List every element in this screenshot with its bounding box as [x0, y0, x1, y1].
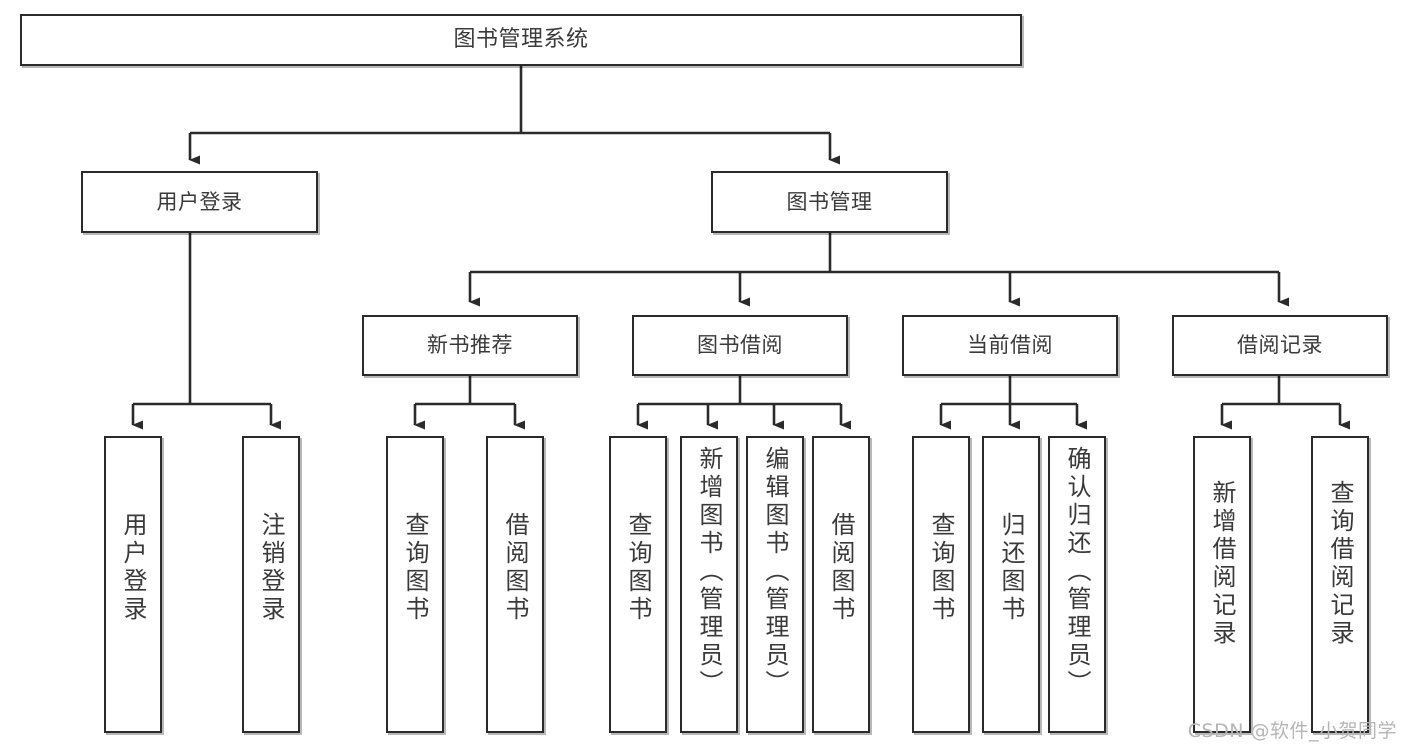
- node-label: 当前借阅: [967, 333, 1053, 358]
- edge-group-user-login: [131, 233, 281, 430]
- node-label: 借阅图书: [827, 512, 855, 624]
- node-current-borrow[interactable]: 当前借阅: [902, 315, 1118, 376]
- leaf-book-borrow-query[interactable]: 查询图书: [609, 436, 667, 733]
- leaf-current-borrow-query[interactable]: 查询图书: [912, 436, 970, 733]
- node-label: 新增图书（管理员）: [695, 446, 723, 698]
- edge-group-current-borrow: [939, 376, 1087, 430]
- node-user-login[interactable]: 用户登录: [81, 171, 318, 233]
- node-label: 图书管理: [786, 189, 873, 214]
- leaf-user-login-signout[interactable]: 注销登录: [242, 436, 300, 733]
- node-new-book-recommend[interactable]: 新书推荐: [362, 315, 578, 376]
- edge-group-borrow-record: [1220, 376, 1350, 430]
- node-book-borrow[interactable]: 图书借阅: [632, 315, 848, 376]
- node-label: 借阅图书: [501, 512, 529, 624]
- node-borrow-record[interactable]: 借阅记录: [1172, 315, 1388, 376]
- node-book-management-system[interactable]: 图书管理系统: [20, 14, 1022, 66]
- node-label: 查询借阅记录: [1326, 480, 1354, 648]
- node-label: 查询图书: [401, 512, 429, 624]
- node-label: 注销登录: [257, 512, 285, 624]
- node-label: 图书管理系统: [453, 27, 589, 53]
- leaf-borrow-record-query[interactable]: 查询借阅记录: [1311, 436, 1369, 733]
- leaf-current-borrow-confirm-return[interactable]: 确认归还（管理员）: [1048, 436, 1106, 733]
- node-label: 确认归还（管理员）: [1063, 446, 1091, 698]
- leaf-borrow-record-add[interactable]: 新增借阅记录: [1193, 436, 1251, 733]
- leaf-book-borrow-borrow[interactable]: 借阅图书: [812, 436, 870, 733]
- node-label: 用户登录: [156, 189, 243, 214]
- node-label: 新增借阅记录: [1208, 480, 1236, 648]
- node-label: 用户登录: [119, 512, 147, 624]
- leaf-user-login-signin[interactable]: 用户登录: [104, 436, 162, 733]
- leaf-new-book-query[interactable]: 查询图书: [386, 436, 444, 733]
- node-label: 编辑图书（管理员）: [761, 446, 789, 698]
- edge-group-root: [188, 66, 840, 165]
- node-label: 图书借阅: [697, 333, 783, 358]
- leaf-current-borrow-return[interactable]: 归还图书: [982, 436, 1040, 733]
- leaf-new-book-borrow[interactable]: 借阅图书: [486, 436, 544, 733]
- leaf-book-borrow-add[interactable]: 新增图书（管理员）: [680, 436, 738, 733]
- node-label: 借阅记录: [1237, 333, 1323, 358]
- node-label: 查询图书: [624, 512, 652, 624]
- node-label: 归还图书: [997, 512, 1025, 624]
- node-label: 新书推荐: [427, 333, 513, 358]
- edge-group-new-book-recommend: [413, 376, 525, 430]
- edge-group-book-management: [468, 233, 1289, 307]
- node-label: 查询图书: [927, 512, 955, 624]
- node-book-management[interactable]: 图书管理: [711, 171, 948, 233]
- edge-group-book-borrow: [636, 376, 851, 430]
- leaf-book-borrow-edit[interactable]: 编辑图书（管理员）: [746, 436, 804, 733]
